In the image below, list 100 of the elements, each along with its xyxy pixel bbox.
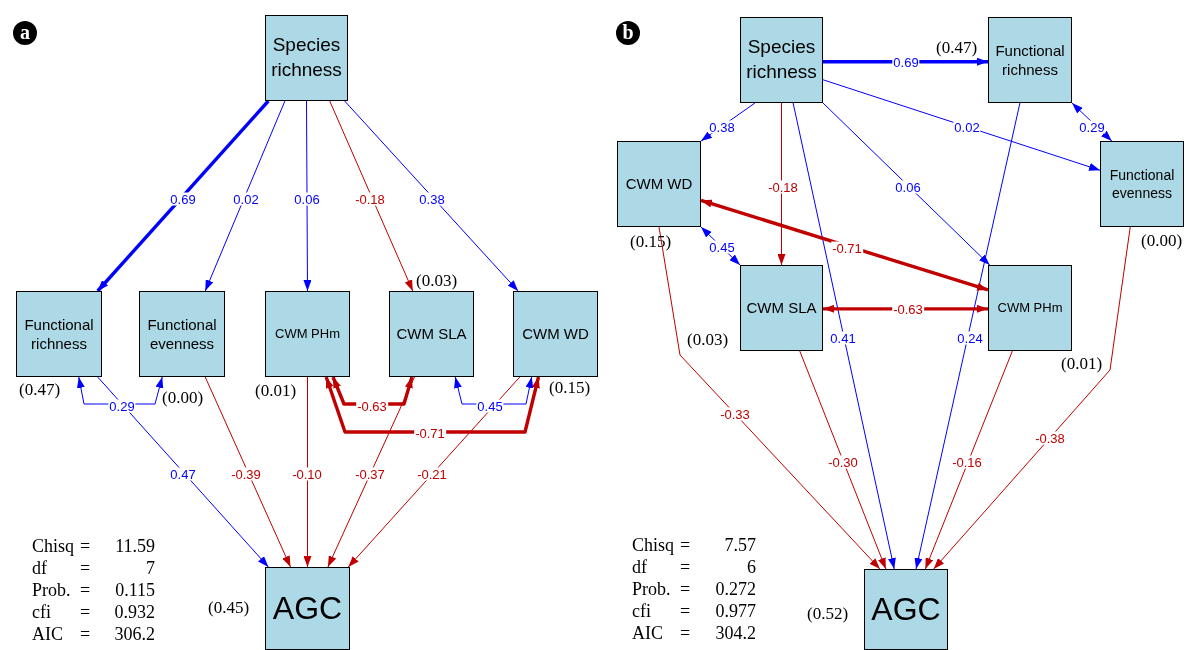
- variable-name: CWM SLA: [746, 298, 817, 318]
- arrow: [924, 350, 1013, 570]
- statistic-name: df: [632, 558, 647, 576]
- arrow: [792, 102, 896, 570]
- path-coefficient: 0.45: [708, 240, 736, 254]
- equals-sign: =: [80, 559, 91, 577]
- arrow: [303, 376, 312, 568]
- statistic-name: Chisq: [32, 537, 74, 555]
- r-squared-value: (0.03): [687, 331, 729, 348]
- path-coefficient: -0.30: [827, 455, 859, 469]
- path-coefficient: 0.38: [708, 120, 736, 134]
- statistic-value: 304.2: [715, 624, 756, 642]
- arrow: [914, 102, 1021, 570]
- path-coefficient: 0.29: [1078, 120, 1106, 134]
- arrow: [327, 376, 415, 568]
- equals-sign: =: [680, 624, 691, 642]
- equals-sign: =: [80, 625, 91, 643]
- arrow: [204, 376, 291, 568]
- variable-name: Functional richness: [23, 314, 95, 354]
- statistic-value: 0.115: [115, 581, 155, 599]
- path-coefficient: -0.18: [767, 180, 799, 194]
- arrow: [658, 226, 881, 570]
- path-coefficient: 0.06: [894, 180, 922, 194]
- statistic-value: 0.272: [715, 580, 756, 598]
- path-coefficient: 0.24: [956, 331, 984, 345]
- path-coefficient: -0.71: [414, 426, 446, 440]
- r-squared-value: (0.45): [208, 599, 250, 616]
- statistic-value: 7.57: [724, 536, 756, 554]
- arrow: [933, 226, 1131, 570]
- panel-letter: b: [616, 21, 640, 45]
- path-coefficient: -0.16: [951, 455, 983, 469]
- statistic-name: cfi: [32, 603, 51, 621]
- equals-sign: =: [680, 602, 691, 620]
- statistic-value: 0.977: [715, 602, 756, 620]
- variable-name: AGC: [272, 588, 343, 628]
- arrow: [344, 100, 519, 292]
- path-coefficient: -0.33: [719, 407, 751, 421]
- r-squared-value: (0.03): [416, 272, 458, 289]
- r-squared-value: (0.00): [1141, 232, 1183, 249]
- variable-box: [265, 15, 348, 101]
- path-coefficient: 0.29: [108, 399, 136, 413]
- variable-name: CWM WD: [522, 324, 589, 344]
- path-coefficient: 0.45: [476, 399, 504, 413]
- r-squared-value: (0.52): [807, 605, 849, 622]
- r-squared-value: (0.15): [549, 379, 591, 396]
- path-coefficient: -0.18: [354, 192, 386, 206]
- path-coefficient: 0.02: [232, 192, 260, 206]
- statistic-value: 11.59: [115, 537, 155, 555]
- double-headed-arrow: [324, 376, 541, 434]
- arrow: [777, 102, 786, 266]
- arrow: [204, 100, 286, 292]
- statistic-value: 0.932: [114, 603, 155, 621]
- variable-name: Functional richness: [994, 40, 1066, 80]
- equals-sign: =: [80, 603, 91, 621]
- r-squared-value: (0.01): [1061, 355, 1103, 372]
- path-coefficient: 0.47: [169, 467, 197, 481]
- path-coefficient: -0.63: [892, 302, 924, 316]
- variable-name: AGC: [871, 589, 941, 629]
- r-squared-value: (0.47): [936, 39, 978, 56]
- equals-sign: =: [80, 537, 91, 555]
- variable-name: Species richness: [270, 33, 343, 82]
- path-coefficient: -0.37: [354, 467, 386, 481]
- r-squared-value: (0.01): [255, 382, 297, 399]
- r-squared-value: (0.00): [162, 389, 204, 406]
- r-squared-value: (0.47): [19, 381, 61, 398]
- variable-name: CWM WD: [625, 174, 693, 194]
- path-coefficient: 0.06: [293, 192, 321, 206]
- arrow: [303, 100, 312, 292]
- statistic-name: AIC: [32, 625, 63, 643]
- variable-name: Functional evenness: [1108, 165, 1176, 203]
- arrow: [822, 79, 1101, 171]
- variable-box: [740, 17, 823, 103]
- statistic-name: Chisq: [632, 536, 674, 554]
- arrow: [329, 100, 414, 292]
- variable-name: Functional evenness: [146, 314, 218, 354]
- arrow: [799, 350, 887, 570]
- equals-sign: =: [680, 580, 691, 598]
- path-coefficient: -0.10: [291, 467, 323, 481]
- double-headed-arrow: [700, 198, 989, 292]
- path-coefficient: 0.69: [892, 55, 920, 69]
- statistic-name: Prob.: [32, 581, 71, 599]
- variable-name: CWM PHm: [997, 299, 1063, 317]
- path-coefficient: 0.69: [169, 192, 197, 206]
- path-coefficient: -0.21: [416, 467, 448, 481]
- statistic-value: 7: [146, 559, 155, 577]
- panel-letter: a: [13, 21, 37, 45]
- statistic-name: cfi: [632, 602, 651, 620]
- variable-name: CWM PHm: [275, 325, 340, 343]
- variable-name: CWM SLA: [396, 324, 467, 344]
- equals-sign: =: [680, 536, 691, 554]
- path-coefficient: -0.39: [230, 467, 262, 481]
- statistic-name: AIC: [632, 624, 663, 642]
- path-coefficient: -0.63: [356, 399, 388, 413]
- equals-sign: =: [680, 558, 691, 576]
- arrow: [96, 99, 270, 293]
- path-coefficient: 0.41: [829, 331, 857, 345]
- path-coefficient: -0.71: [831, 241, 863, 255]
- equals-sign: =: [80, 581, 91, 599]
- statistic-value: 306.2: [114, 625, 155, 643]
- path-coefficient: -0.38: [1034, 431, 1066, 445]
